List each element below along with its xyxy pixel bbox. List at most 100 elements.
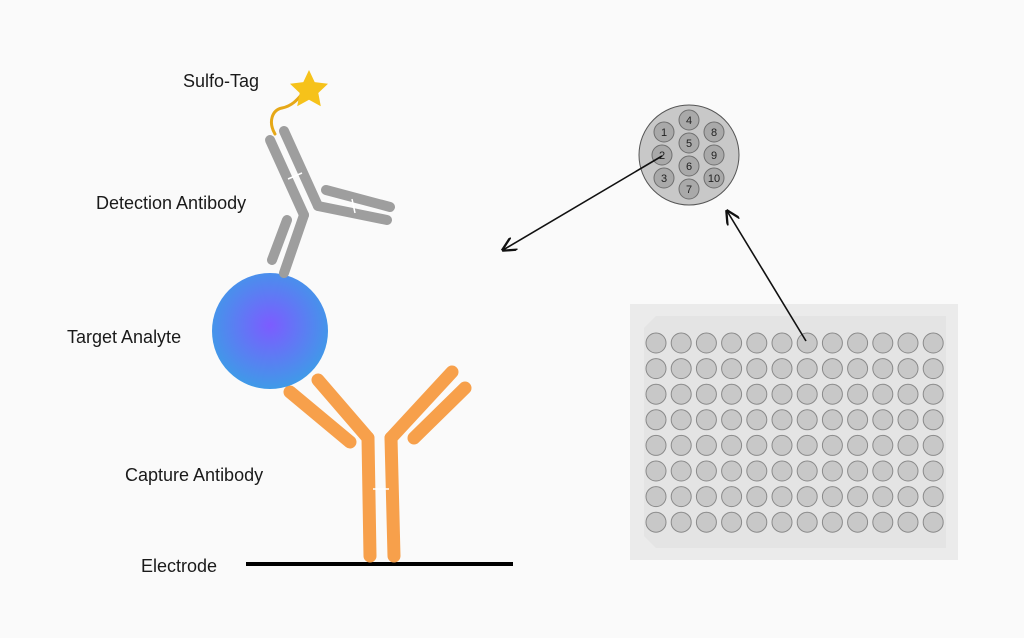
plate-well — [670, 358, 692, 380]
plate-well — [847, 511, 869, 533]
plate-well — [771, 332, 793, 354]
plate-well — [721, 511, 743, 533]
plate-well — [746, 460, 768, 482]
spot: 9 — [703, 144, 725, 166]
plate-well — [847, 383, 869, 405]
plate-well — [872, 434, 894, 456]
plate-well — [821, 409, 843, 431]
plate-well — [897, 486, 919, 508]
plate-well — [796, 358, 818, 380]
plate-well — [645, 332, 667, 354]
plate-well — [771, 460, 793, 482]
plate-well — [771, 434, 793, 456]
plate-well — [670, 332, 692, 354]
spot: 6 — [678, 155, 700, 177]
detection-antibody — [265, 126, 395, 278]
plate-well — [847, 409, 869, 431]
spot-number: 3 — [661, 173, 667, 185]
spot: 8 — [703, 121, 725, 143]
plate-well — [922, 460, 944, 482]
plate-well — [695, 409, 717, 431]
plate-well — [746, 511, 768, 533]
spot: 7 — [678, 178, 700, 200]
plate-well — [695, 511, 717, 533]
plate-well — [695, 358, 717, 380]
plate-well — [922, 434, 944, 456]
plate-well — [695, 332, 717, 354]
plate-well — [847, 332, 869, 354]
plate-well — [721, 383, 743, 405]
spot-number: 6 — [686, 161, 692, 173]
plate-well — [796, 511, 818, 533]
spot: 3 — [653, 167, 675, 189]
sulfo-tag-label: Sulfo-Tag — [183, 71, 260, 91]
plate-well — [645, 460, 667, 482]
plate-well — [771, 383, 793, 405]
well-spots: 1 2 3 4 5 6 7 8 9 10 — [651, 109, 725, 200]
plate-well — [821, 511, 843, 533]
plate-well — [821, 383, 843, 405]
spot-number: 9 — [711, 150, 717, 162]
plate-well — [645, 434, 667, 456]
target-analyte-sphere — [212, 273, 328, 389]
plate-well — [771, 486, 793, 508]
plate-well — [670, 460, 692, 482]
spot-number: 8 — [711, 127, 717, 139]
plate-well — [670, 383, 692, 405]
plate-well — [897, 434, 919, 456]
spot-number: 1 — [661, 127, 667, 139]
sulfo-tag-star — [290, 70, 328, 107]
plate-well — [872, 486, 894, 508]
plate-well — [847, 460, 869, 482]
plate-well — [670, 511, 692, 533]
plate-well — [872, 511, 894, 533]
microplate — [644, 316, 946, 548]
spot-number: 5 — [686, 138, 692, 150]
spot-number: 10 — [708, 173, 720, 185]
plate-well — [821, 358, 843, 380]
sulfo-tag-linker — [270, 91, 305, 136]
plate-well — [645, 486, 667, 508]
plate-well — [645, 511, 667, 533]
spot: 5 — [678, 132, 700, 154]
plate-well — [821, 460, 843, 482]
plate-well — [695, 383, 717, 405]
plate-well — [645, 358, 667, 380]
plate-well — [922, 486, 944, 508]
plate-well — [746, 332, 768, 354]
plate-well — [670, 434, 692, 456]
plate-well — [847, 434, 869, 456]
plate-well — [721, 460, 743, 482]
plate-well — [645, 383, 667, 405]
plate-well — [771, 511, 793, 533]
plate-well — [821, 434, 843, 456]
plate-well — [847, 358, 869, 380]
plate-well — [922, 332, 944, 354]
plate-well — [670, 486, 692, 508]
plate-well — [872, 358, 894, 380]
plate-well — [771, 409, 793, 431]
plate-well — [695, 460, 717, 482]
plate-wells — [645, 332, 944, 533]
plate-well — [897, 460, 919, 482]
spot-number: 7 — [686, 184, 692, 196]
plate-well — [796, 332, 818, 354]
plate-well — [721, 358, 743, 380]
plate-well — [721, 486, 743, 508]
plate-to-well-arrow — [727, 211, 807, 342]
plate-well — [746, 486, 768, 508]
plate-well — [897, 383, 919, 405]
plate-well — [821, 332, 843, 354]
plate-well — [746, 434, 768, 456]
spot-to-assay-arrow — [503, 155, 663, 250]
plate-well — [872, 383, 894, 405]
electrode-label: Electrode — [141, 556, 218, 576]
spot-number: 4 — [686, 115, 692, 127]
plate-well — [695, 486, 717, 508]
plate-well — [821, 486, 843, 508]
plate-well — [922, 358, 944, 380]
spot: 2 — [651, 144, 673, 166]
plate-well — [897, 511, 919, 533]
plate-well — [645, 409, 667, 431]
plate-well — [670, 409, 692, 431]
